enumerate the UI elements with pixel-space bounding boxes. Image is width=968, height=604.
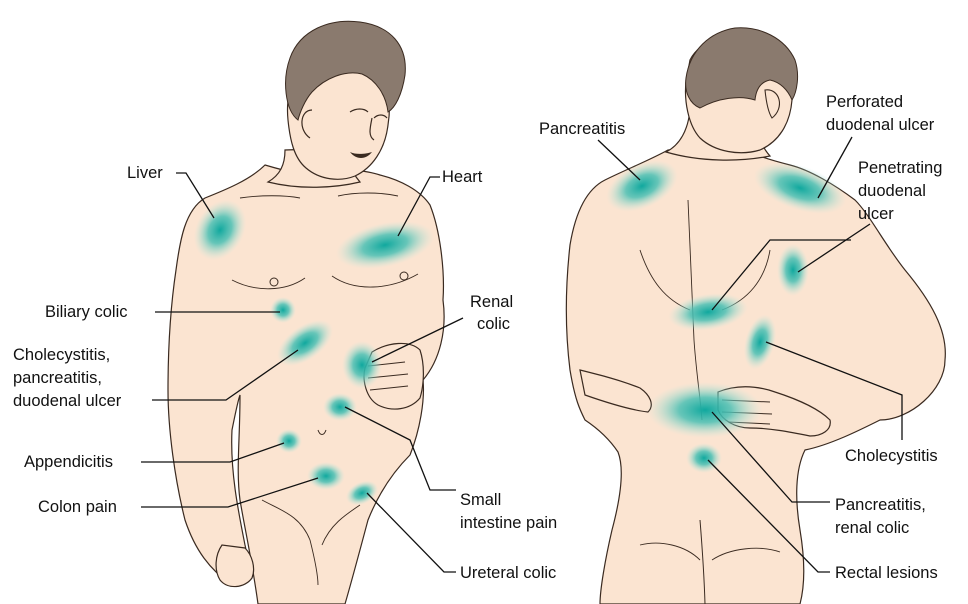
label-heart: Heart — [442, 167, 482, 187]
pain-region-penetrating-ulcer — [777, 244, 809, 296]
pain-region-colon — [307, 462, 345, 490]
label-pancreatitis-renal-line1: Pancreatitis, — [835, 495, 926, 515]
label-penetrating-line2: duodenal — [858, 181, 926, 201]
label-cholecystitis-line1: Cholecystitis, — [13, 345, 110, 365]
label-pancreatitis-renal-line2: renal colic — [835, 518, 909, 538]
label-cholecystitis-line2: pancreatitis, — [13, 368, 102, 388]
leader-ureteral — [367, 493, 456, 572]
label-perforated-line2: duodenal ulcer — [826, 115, 934, 135]
label-cholecystitis-line3: duodenal ulcer — [13, 391, 121, 411]
label-biliary-colic: Biliary colic — [45, 302, 128, 322]
label-small-intestine-line1: Small — [460, 490, 501, 510]
label-liver: Liver — [127, 163, 163, 183]
label-renal-colic-line2: colic — [477, 314, 510, 334]
label-colon-pain: Colon pain — [38, 497, 117, 517]
pain-region-renal — [342, 341, 382, 389]
label-pancreatitis: Pancreatitis — [539, 119, 625, 139]
label-cholecystitis-back: Cholecystitis — [845, 446, 938, 466]
pain-region-appendicitis — [276, 429, 302, 453]
label-renal-colic-line1: Renal — [470, 292, 513, 312]
pain-region-small-intestine — [323, 393, 357, 421]
label-penetrating-line3: ulcer — [858, 204, 894, 224]
pain-region-biliary — [270, 297, 296, 323]
label-rectal-lesions: Rectal lesions — [835, 563, 938, 583]
label-appendicitis: Appendicitis — [24, 452, 113, 472]
front-left-hand — [216, 545, 254, 587]
label-perforated-line1: Perforated — [826, 92, 903, 112]
label-penetrating-line1: Penetrating — [858, 158, 942, 178]
label-ureteral-colic: Ureteral colic — [460, 563, 556, 583]
pain-region-pancreatitis-renal — [647, 382, 763, 438]
label-small-intestine-line2: intestine pain — [460, 513, 557, 533]
